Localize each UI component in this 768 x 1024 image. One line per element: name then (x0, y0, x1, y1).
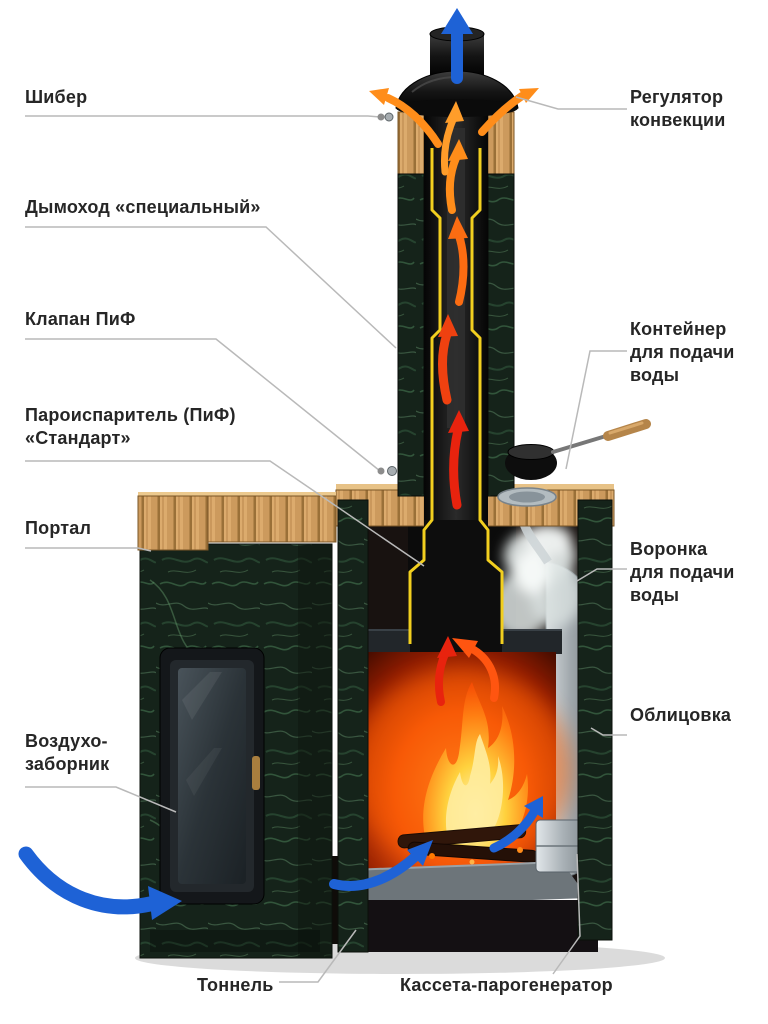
label-konteyner: Контейнер для подачи воды (630, 319, 735, 386)
label-vozduho: Воздухо- заборник (25, 731, 110, 775)
leader-dot-shiber (377, 113, 385, 121)
label-kasseta: Кассета-парогенератор (400, 975, 613, 995)
fire (423, 682, 529, 858)
label-paroisparitel: Пароиспаритель (ПиФ) «Стандарт» (25, 405, 236, 449)
label-dymohod: Дымоход «специальный» (25, 197, 261, 217)
stove-right-column (577, 499, 613, 941)
convection-regulator-cap (395, 26, 519, 117)
water-ladle (505, 419, 651, 480)
door-glass (178, 668, 246, 884)
exhaust-arrow (441, 8, 473, 84)
hot-gas-arrows (434, 139, 499, 706)
label-voronka: Воронка для подачи воды (630, 539, 735, 606)
door-handle (252, 756, 260, 790)
chimney (397, 111, 515, 706)
label-portal: Портал (25, 518, 92, 538)
label-klapan: Клапан ПиФ (25, 309, 136, 329)
label-regulator: Регулятор конвекции (630, 87, 726, 131)
leader-lines (25, 96, 627, 983)
label-shiber: Шибер (25, 87, 88, 107)
portal-unit (137, 492, 337, 959)
pif-valve-fitting (387, 466, 397, 476)
leader-dot-klapan (377, 467, 385, 475)
stove-base (338, 900, 598, 952)
water-funnel (497, 487, 557, 507)
stove-shell (335, 484, 615, 953)
stove-left-column (337, 499, 369, 953)
label-oblicovka: Облицовка (630, 705, 732, 725)
label-tonnel: Тоннель (197, 975, 274, 995)
firebox-door (159, 647, 265, 905)
cold-air-arrows (18, 796, 543, 920)
air-intake-arrow (18, 846, 158, 915)
yellow-channel (408, 148, 504, 644)
hearth-floor (350, 862, 588, 906)
damper-fitting (384, 112, 394, 122)
